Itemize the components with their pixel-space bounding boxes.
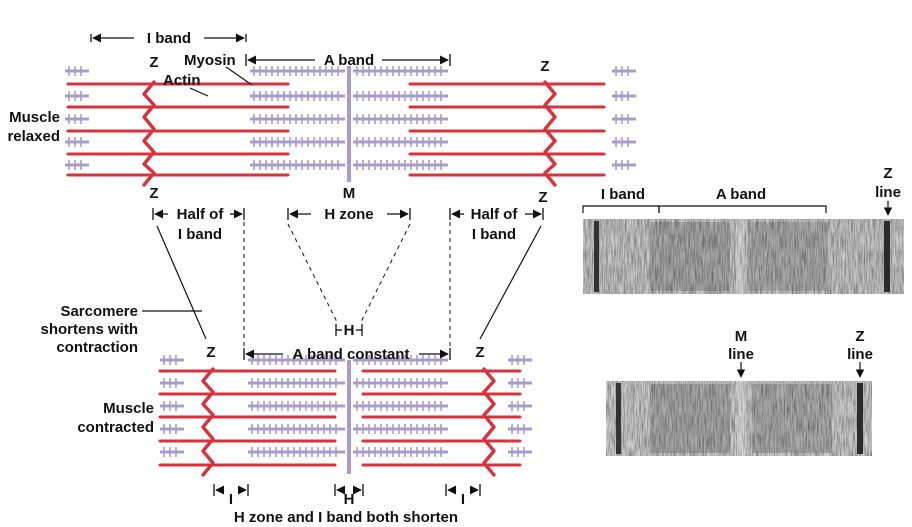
micrograph-m-line2: line (728, 346, 754, 363)
neighbor-myosin-right (612, 66, 636, 76)
neighbor-myosin-left (65, 114, 89, 124)
z-disc-left (201, 367, 215, 477)
neighbor-myosin-right (508, 378, 532, 388)
a-band-constant-label: A band constant (293, 346, 410, 363)
relaxed-z-top-right: Z (540, 58, 549, 75)
myosin-filament-left (250, 91, 345, 101)
micrograph-relaxed: I band A band Z line (582, 165, 904, 294)
contracted-z-right: Z (475, 344, 484, 361)
small-h-label: H (344, 322, 355, 339)
z-disc-left (142, 80, 156, 187)
neighbor-myosin-right (612, 114, 636, 124)
myosin-filament-right (353, 91, 448, 101)
micrograph-i-band-label: I band (601, 186, 645, 203)
myosin-filament-left (250, 137, 345, 147)
myosin-filament-right (353, 114, 448, 124)
neighbor-myosin-left (65, 137, 89, 147)
h-zone-label: H zone (324, 206, 373, 223)
neighbor-myosin-left (160, 401, 184, 411)
sarcomere-shortens-line1: Sarcomere (60, 303, 138, 320)
myosin-filament-right (353, 66, 448, 76)
micrograph-contracted-z-line2: line (847, 346, 873, 363)
relaxed-z-bottom-left: Z (149, 185, 158, 202)
contracted-i-left: I (229, 491, 233, 508)
contracted-z-left: Z (206, 344, 215, 361)
contracted-h: H (344, 491, 355, 508)
myosin-filament-right (353, 424, 448, 434)
contracted-dimensions: I H I (213, 484, 481, 508)
neighbor-myosin-right (508, 424, 532, 434)
half-i-band-left-line2: I band (178, 226, 222, 243)
muscle-contracted-label-line2: contracted (77, 419, 154, 436)
sarcomere-shortens-line3: contraction (56, 339, 138, 356)
muscle-relaxed-label-line2: relaxed (7, 128, 60, 145)
sarcomere-shortens-line2: shortens with (40, 321, 138, 338)
neighbor-myosin-left (65, 66, 89, 76)
neighbor-myosin-left (65, 91, 89, 101)
relaxed-i-band-label: I band (147, 30, 191, 47)
myosin-filament-right (353, 160, 448, 170)
myosin-filament-right (353, 378, 448, 388)
micrograph-m-line1: M (735, 328, 748, 345)
myosin-filament-left (250, 160, 345, 170)
micrograph-a-band-label: A band (716, 186, 766, 203)
relaxed-i-band-dimension: I band (90, 30, 247, 47)
myosin-filament-left (250, 114, 345, 124)
myosin-filament-right (353, 355, 448, 365)
micrograph-relaxed-z-line2: line (875, 184, 901, 201)
z-disc-right (482, 367, 496, 477)
relaxed-a-band-dimension: A band (245, 52, 451, 69)
micrograph-relaxed-z-line1: Z (883, 165, 892, 182)
neighbor-myosin-right (508, 355, 532, 365)
actin-label: Actin (163, 72, 201, 89)
neighbor-myosin-right (508, 447, 532, 457)
micrograph-contracted-z-line1: Z (855, 328, 864, 345)
myosin-filament-left (248, 378, 345, 388)
neighbor-myosin-left (160, 355, 184, 365)
z-disc-right (543, 80, 557, 187)
neighbor-myosin-right (612, 160, 636, 170)
myosin-filament-right (353, 447, 448, 457)
myosin-filament-right (353, 137, 448, 147)
contracted-sarcomere: A band constant Z Z Muscle contracted I … (77, 344, 532, 526)
actin-leader (189, 87, 209, 97)
relaxed-sarcomere: I band A band Myosin Actin Z Z Z M Z Mus… (7, 30, 636, 206)
myosin-filament-left (248, 424, 345, 434)
neighbor-myosin-left (65, 160, 89, 170)
neighbor-myosin-right (508, 401, 532, 411)
contracted-i-right: I (461, 491, 465, 508)
half-i-band-left-line1: Half of (177, 206, 225, 223)
myosin-filament-right (353, 401, 448, 411)
neighbor-myosin-left (160, 447, 184, 457)
micrograph-relaxed-image (583, 219, 904, 294)
half-i-band-right-line2: I band (472, 226, 516, 243)
myosin-label: Myosin (184, 52, 236, 69)
neighbor-myosin-left (160, 378, 184, 388)
relaxed-m-label: M (343, 185, 356, 202)
muscle-relaxed-label-line1: Muscle (9, 109, 60, 126)
relaxed-z-top-left: Z (149, 54, 158, 71)
contracted-caption: H zone and I band both shorten (234, 509, 458, 526)
myosin-filament-left (248, 355, 345, 365)
neighbor-myosin-right (612, 91, 636, 101)
myosin-filament-left (248, 447, 345, 457)
relaxed-filaments (65, 66, 636, 187)
neighbor-myosin-right (612, 137, 636, 147)
middle-annotations: Half of I band H zone Half of I band H S… (40, 206, 544, 356)
relaxed-a-band-label: A band (324, 52, 374, 69)
myosin-filament-left (250, 66, 345, 76)
myosin-leader (225, 66, 253, 86)
micrograph-contracted: M line Z line (606, 328, 873, 456)
neighbor-myosin-left (160, 424, 184, 434)
muscle-contracted-label-line1: Muscle (103, 400, 154, 417)
contracted-filaments (158, 355, 532, 477)
micrograph-contracted-image (606, 381, 872, 456)
half-i-band-right-line1: Half of (471, 206, 519, 223)
myosin-filament-left (248, 401, 345, 411)
relaxed-z-bottom-right: Z (538, 189, 547, 206)
